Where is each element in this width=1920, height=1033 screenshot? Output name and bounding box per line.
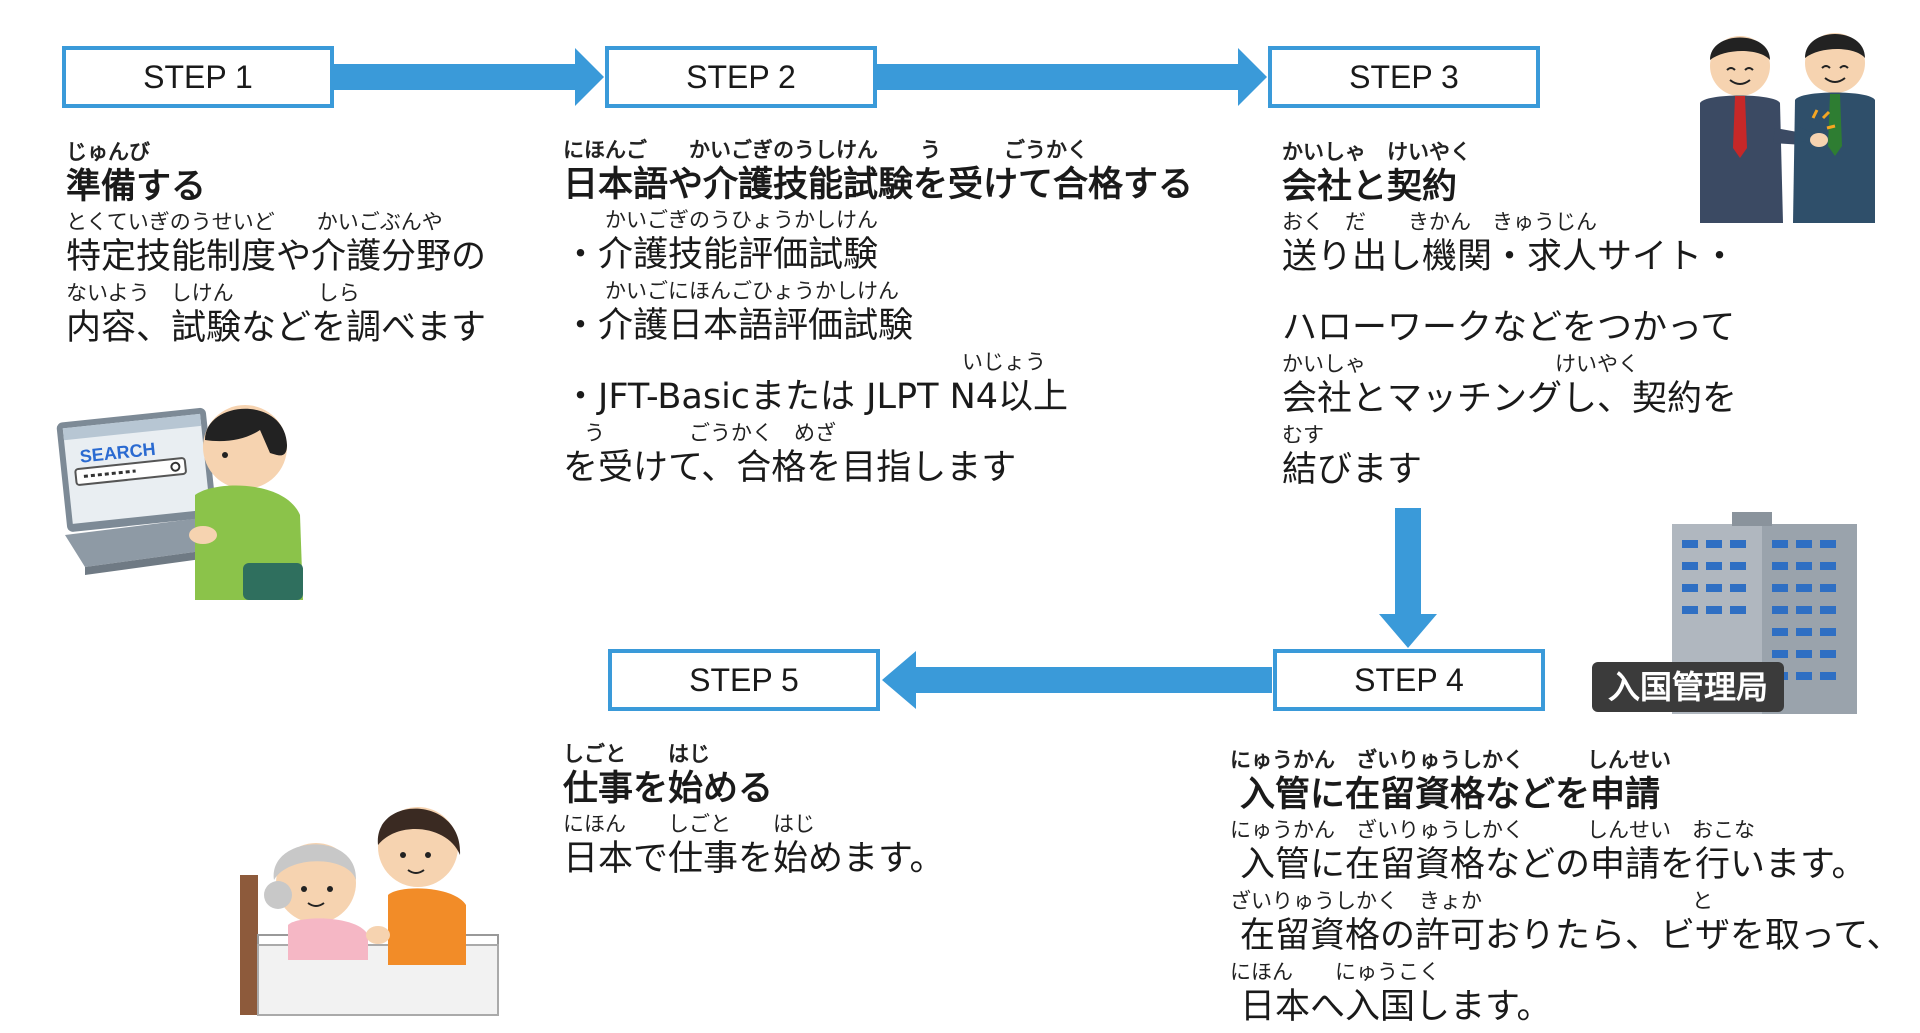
arrow-step1-to-step2 [334, 48, 604, 106]
step2-text: ・JFT-Basicまたは JLPT N4以上 [563, 377, 1069, 417]
laptop-search-illustration: SEARCH [56, 405, 303, 600]
ruby: う ごうかく めざ [563, 421, 836, 445]
ruby: おく だ きかん きゅうじん [1282, 210, 1597, 234]
ruby: じゅんび [66, 140, 150, 164]
step1-label: STEP 1 [143, 58, 253, 95]
arrow-step2-to-step3 [877, 48, 1267, 106]
ruby: いじょう [563, 350, 1046, 374]
step3-text: ハローワークなどをつかって [1282, 308, 1736, 348]
building-sign-text: 入国管理局 [1608, 668, 1768, 706]
step2-text: ・介護技能評価試験 [563, 235, 879, 275]
ruby: かいしゃ けいやく [1282, 352, 1639, 376]
ruby: ないよう しけん しら [66, 281, 360, 305]
step4-text: 入管に在留資格などの申請を行います。 [1240, 845, 1867, 885]
step5-text: 日本で仕事を始めます。 [563, 839, 945, 879]
arrow-step3-to-step4 [1379, 508, 1437, 648]
step4-title: 入管に在留資格などを申請 [1240, 775, 1661, 815]
step4-box: STEP 4 [1273, 649, 1545, 711]
step4-label: STEP 4 [1354, 661, 1464, 698]
handshake-illustration [1700, 33, 1875, 223]
step5-title: 仕事を始める [563, 769, 774, 809]
ruby: にほん にゅうこく [1230, 960, 1440, 984]
arrow-step4-to-step5 [882, 651, 1272, 709]
step3-title: 会社と契約 [1282, 167, 1458, 207]
step1-text: 特定技能制度や介護分野の [66, 237, 487, 277]
ruby: かいごにほんごひょうかしけん [563, 279, 899, 303]
ruby: にゅうかん ざいりゅうしかく しんせい [1230, 748, 1671, 772]
step4-text: 日本へ入国します。 [1240, 987, 1552, 1027]
ruby: とくていぎのうせいど かいごぶんや [66, 210, 443, 234]
step5-box: STEP 5 [608, 649, 880, 711]
ruby: にほん しごと はじ [563, 812, 815, 836]
step1-text: 内容、試験などを調べます [66, 308, 487, 348]
ruby: ざいりゅうしかく きょか と [1230, 889, 1713, 913]
step2-label: STEP 2 [686, 58, 796, 95]
step2-text: ・介護日本語評価試験 [563, 306, 914, 346]
ruby: むす [1282, 423, 1324, 447]
step2-box: STEP 2 [605, 46, 877, 108]
step2-title: 日本語や介護技能試験を受けて合格する [563, 165, 1194, 205]
step2-text: を受けて、合格を目指します [563, 448, 1017, 488]
ruby: かいしゃ けいやく [1282, 140, 1471, 164]
step1-box: STEP 1 [62, 46, 334, 108]
step4-text: 在留資格の許可おりたら、ビザを取って、 [1240, 916, 1902, 956]
step1-title: 準備する [66, 167, 207, 207]
immigration-building-illustration: 入国管理局 [1592, 512, 1857, 714]
step3-label: STEP 3 [1349, 58, 1459, 95]
caregiver-illustration [240, 807, 499, 1016]
step3-text: 送り出し機関・求人サイト・ [1282, 237, 1738, 277]
ruby: かいごぎのうひょうかしけん [563, 208, 878, 232]
ruby: しごと はじ [563, 742, 710, 766]
ruby: にほんご かいごぎのうしけん う ごうかく [563, 138, 1088, 162]
ruby: にゅうかん ざいりゅうしかく しんせい おこな [1230, 818, 1755, 842]
step5-label: STEP 5 [689, 661, 799, 698]
step3-box: STEP 3 [1268, 46, 1540, 108]
step3-text: 会社とマッチングし、契約を [1282, 379, 1738, 419]
step3-text: 結びます [1282, 450, 1423, 490]
